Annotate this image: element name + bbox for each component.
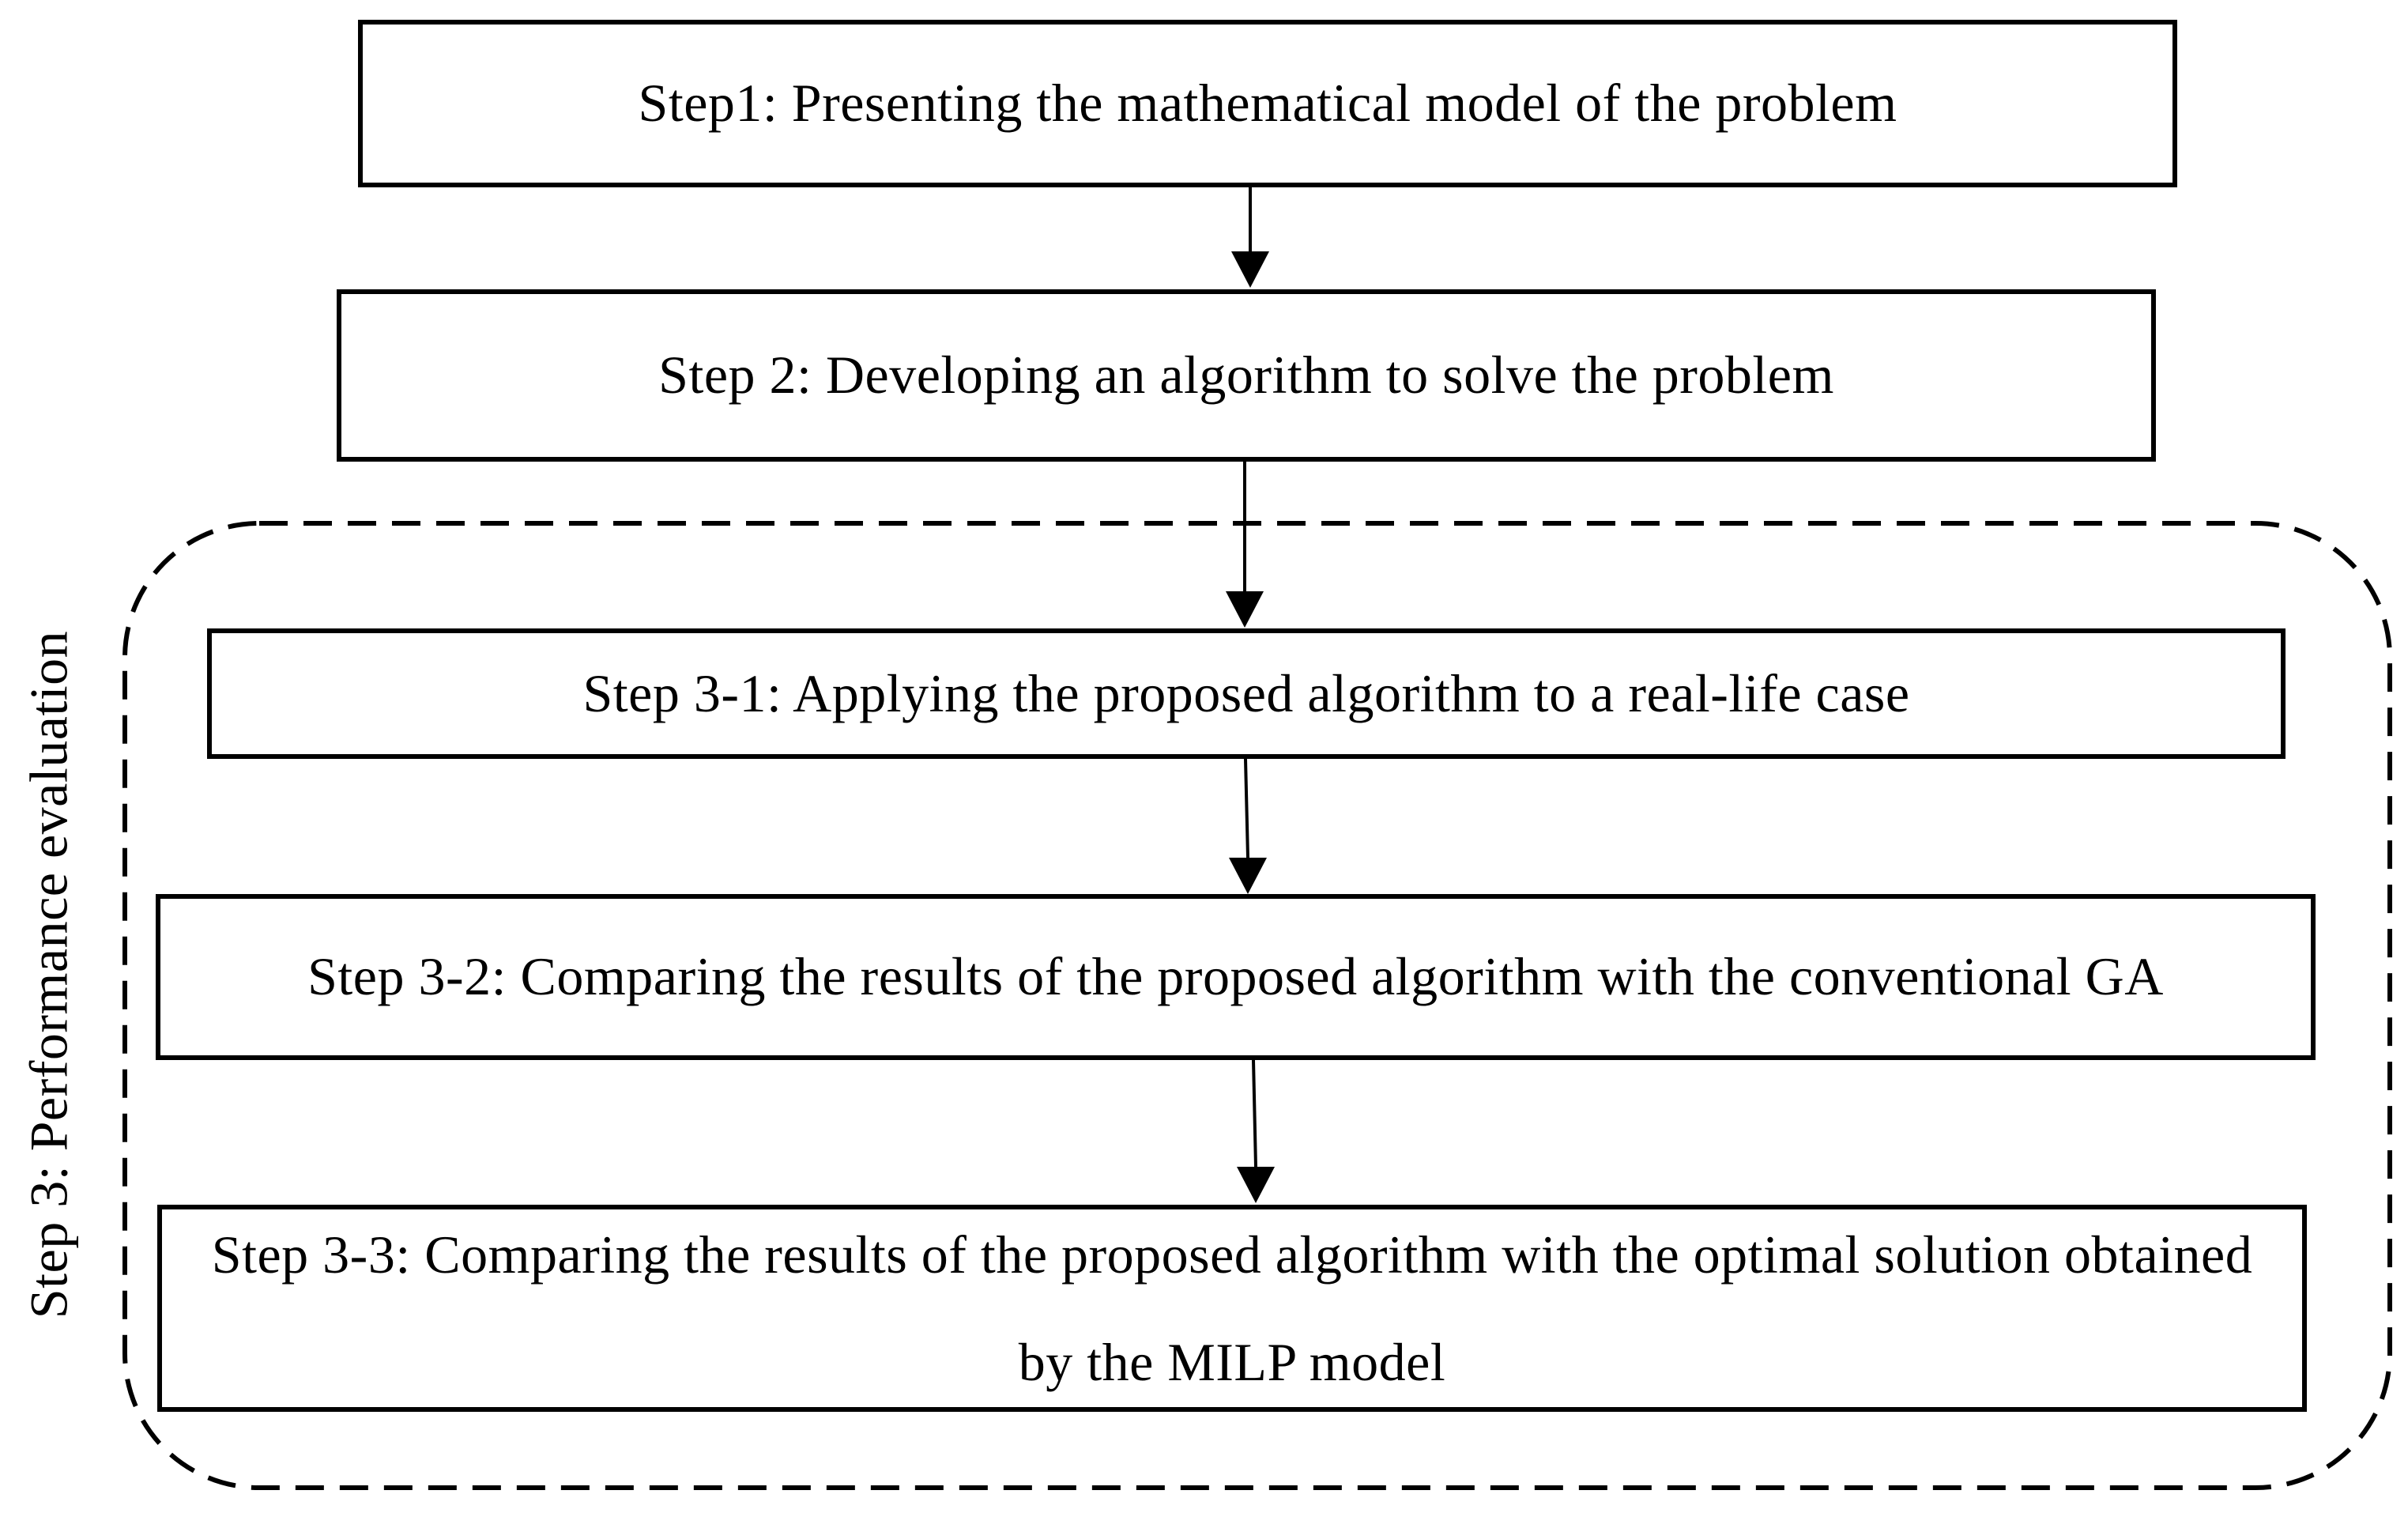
step3-2-label: Step 3-2: Comparing the results of the p… [307,946,2164,1007]
step3-3-box: Step 3-3: Comparing the results of the p… [157,1205,2307,1412]
step2-label: Step 2: Developing an algorithm to solve… [658,345,1834,406]
step3-1-label: Step 3-1: Applying the proposed algorith… [582,662,1910,723]
step3-3-label: Step 3-3: Comparing the results of the p… [211,1224,2253,1392]
step2-box: Step 2: Developing an algorithm to solve… [337,289,2156,462]
arrow-step1-to-step2 [1231,187,1269,288]
step3-group-label: Step 3: Performance evaluation [18,630,79,1319]
step3-group-border [122,521,2392,1490]
arrow-step2-to-step3-1 [1226,462,1264,628]
arrow-step3-2-to-step3-3 [1237,1059,1275,1203]
arrow-step3-1-to-step3-2 [1229,758,1267,894]
step3-1-box: Step 3-1: Applying the proposed algorith… [207,628,2286,759]
step1-box: Step1: Presenting the mathematical model… [358,20,2177,187]
step3-2-box: Step 3-2: Comparing the results of the p… [156,894,2316,1060]
step1-label: Step1: Presenting the mathematical model… [638,73,1897,134]
